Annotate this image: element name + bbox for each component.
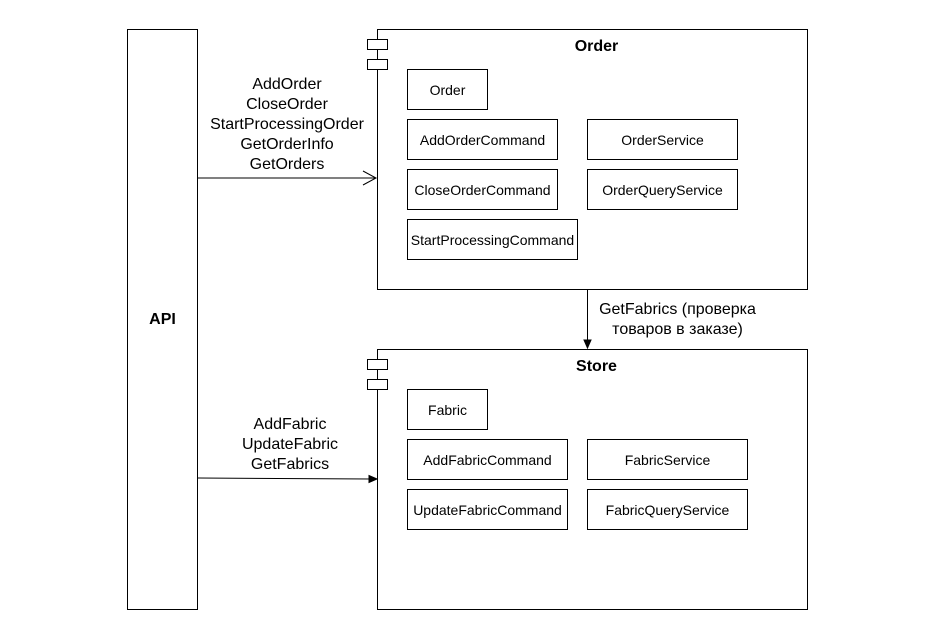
component-port-icon (367, 359, 388, 370)
message-line: CloseOrder (246, 96, 328, 113)
api-box[interactable]: API (127, 29, 198, 610)
message-line: AddOrder (252, 76, 322, 93)
order-service-class[interactable]: OrderService (587, 119, 738, 160)
fabric-query-service-class[interactable]: FabricQueryService (587, 489, 748, 530)
message-line: GetFabrics (250, 456, 330, 473)
add-fabric-command-class[interactable]: AddFabricCommand (407, 439, 568, 480)
close-order-command-class[interactable]: CloseOrderCommand (407, 169, 558, 210)
update-fabric-command-class[interactable]: UpdateFabricCommand (407, 489, 568, 530)
api-to-order-label: AddOrder CloseOrder StartProcessingOrder… (202, 75, 372, 175)
add-order-command-class[interactable]: AddOrderCommand (407, 119, 558, 160)
message-line: GetOrderInfo (240, 136, 334, 153)
order-to-store-label: GetFabrics (проверка товаров в заказе) (590, 300, 765, 340)
store-component-title: Store (576, 358, 617, 375)
message-line: товаров в заказе) (612, 321, 743, 338)
api-label: API (149, 310, 176, 328)
message-line: GetFabrics (проверка (599, 301, 756, 318)
fabric-service-class[interactable]: FabricService (587, 439, 748, 480)
message-line: GetOrders (249, 156, 325, 173)
order-query-service-class[interactable]: OrderQueryService (587, 169, 738, 210)
component-port-icon (367, 379, 388, 390)
fabric-entity-class[interactable]: Fabric (407, 389, 488, 430)
message-line: StartProcessingOrder (210, 116, 364, 133)
start-processing-command-class[interactable]: StartProcessingCommand (407, 219, 578, 260)
api-to-store-label: AddFabric UpdateFabric GetFabrics (215, 415, 365, 475)
component-port-icon (367, 59, 388, 70)
order-component-title: Order (574, 38, 619, 55)
order-entity-class[interactable]: Order (407, 69, 488, 110)
message-line: UpdateFabric (241, 436, 339, 453)
message-line: AddFabric (253, 416, 327, 433)
component-port-icon (367, 39, 388, 50)
api-to-store-arrow (197, 474, 379, 484)
